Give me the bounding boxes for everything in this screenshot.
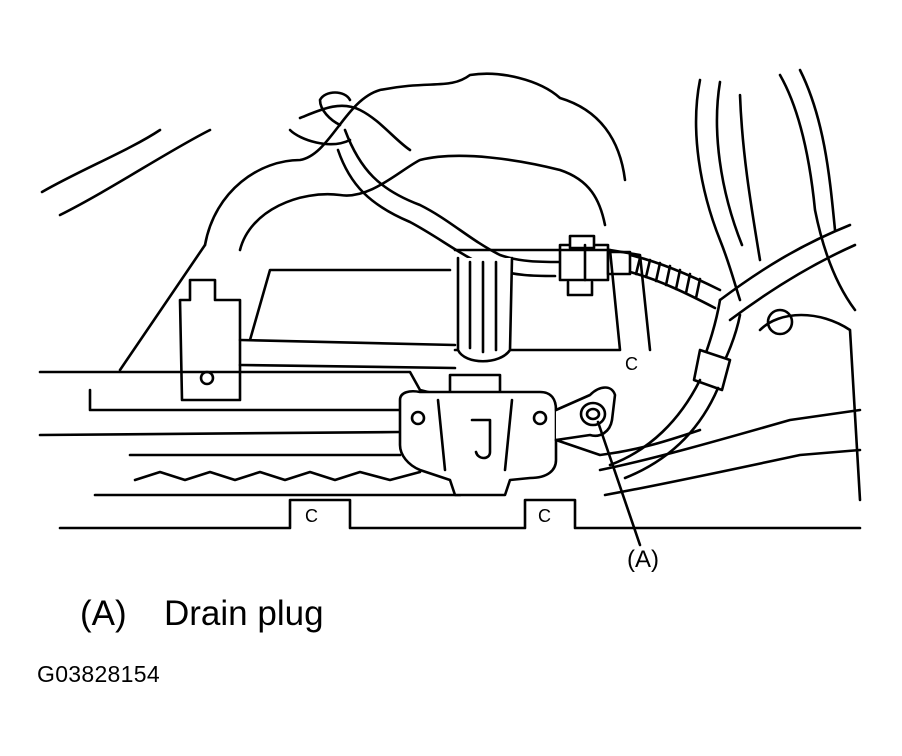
- engine-cover-outline: [203, 72, 627, 247]
- harness-top-loop: [318, 91, 352, 127]
- harness-lower: [336, 148, 557, 278]
- right-bracket: [758, 313, 862, 502]
- right-frame: [778, 73, 857, 312]
- rail-6: [58, 498, 862, 530]
- plate-hook: [470, 418, 492, 460]
- legend: (A) Drain plug: [80, 594, 324, 634]
- upper-hose: [298, 104, 412, 152]
- rail-3: [38, 430, 402, 437]
- harness-upper: [343, 128, 562, 264]
- right-frame-2: [798, 68, 837, 232]
- pan-lower-edge: [554, 428, 702, 457]
- legend-text: Drain plug: [164, 594, 324, 633]
- right-hose-1: [694, 78, 742, 302]
- right-pipe-down: [608, 378, 702, 467]
- chassis-mark-c-2: C: [305, 506, 318, 526]
- corrugated-ribs: [634, 256, 702, 300]
- engine-cover-inner: [238, 154, 607, 252]
- fluted-bracket-ribs: [468, 260, 498, 354]
- connector-latch: [568, 234, 596, 250]
- connector-clip: [566, 280, 594, 297]
- fluted-bracket: [456, 256, 514, 363]
- legend-key: (A): [80, 594, 127, 633]
- upper-hose-2: [288, 128, 352, 146]
- corrugated-cable-bottom: [628, 270, 717, 310]
- drain-plug-hex: [585, 407, 601, 421]
- right-mount-hole: [766, 308, 794, 336]
- right-lower-panel-2: [603, 448, 862, 497]
- drain-plug-illustration: C C C: [38, 68, 862, 547]
- figure-id: G03828154: [37, 661, 160, 687]
- left-arm-bar: [238, 338, 457, 370]
- right-pipe-down-2: [623, 386, 720, 480]
- drain-plug: [579, 401, 607, 427]
- rail-2: [88, 388, 402, 412]
- left-arm-shield: [248, 268, 452, 342]
- right-hose-2: [715, 80, 744, 247]
- right-hose-3: [738, 93, 762, 262]
- chassis-mark-c-1: C: [625, 354, 638, 374]
- callout-label-a: (A): [627, 546, 659, 573]
- right-pipe-collar: [692, 348, 732, 392]
- left-arm: [178, 278, 242, 402]
- right-pipe-lower: [728, 243, 857, 322]
- body-panel-curve-2: [58, 128, 212, 217]
- callout-leader-line: [596, 420, 642, 547]
- right-lower-panel: [598, 408, 862, 472]
- pan-plate: [398, 389, 558, 497]
- housing-upper-edge: [118, 243, 207, 372]
- plate-bolt-right: [532, 410, 548, 426]
- plate-bolt-left: [410, 410, 426, 426]
- plate-ridge: [436, 398, 514, 472]
- housing-box: [453, 248, 622, 352]
- chassis-mark-c-3: C: [538, 506, 551, 526]
- housing-box-right: [608, 248, 652, 352]
- body-panel-curve: [40, 128, 162, 194]
- rail-serrated: [133, 470, 422, 482]
- right-pipe-upper: [718, 223, 852, 302]
